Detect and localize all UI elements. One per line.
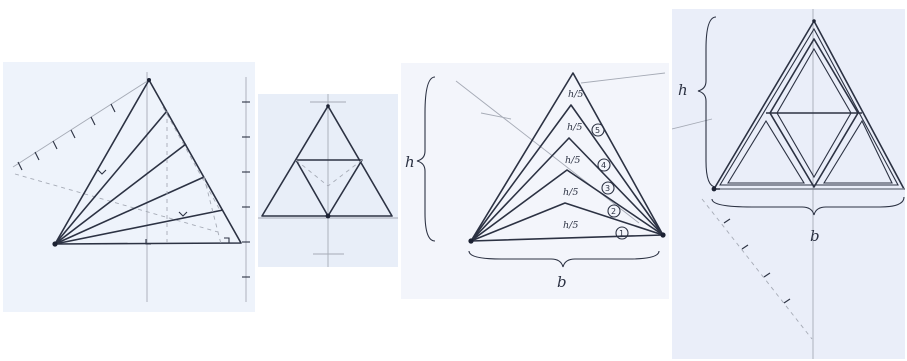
guide-line: [480, 112, 512, 120]
fraction-level-line: [470, 104, 664, 242]
lower-right-triangle: [823, 119, 893, 184]
diamond: [769, 38, 859, 188]
tick-marks: [17, 101, 250, 278]
panel-fan-construction: [3, 62, 255, 312]
vertex-dot: [326, 104, 330, 108]
height-label: h: [405, 153, 415, 171]
perpendicular-line: [203, 176, 222, 245]
guide-line: [14, 173, 219, 233]
vertex-dot: [711, 186, 717, 192]
base-brace: [468, 250, 660, 268]
guide-line: [701, 198, 813, 340]
guide-line: [580, 72, 666, 84]
outer-triangle: [261, 105, 393, 217]
circled-number-rings: [591, 123, 629, 240]
vertex-dot: [468, 238, 474, 244]
guide-line: [12, 79, 150, 168]
vertex-dot: [660, 232, 666, 238]
fraction-label: h/5: [567, 122, 582, 133]
fraction-label: h/5: [563, 187, 578, 198]
fan-line: [54, 209, 224, 245]
fan-line: [54, 143, 187, 245]
circled-number: 2: [611, 207, 616, 216]
guide-line: [295, 159, 329, 187]
triangle-subdivision-diagram: [258, 94, 398, 267]
vertex-dot: [52, 241, 58, 247]
base-brace: [711, 196, 905, 216]
height-label: h: [678, 81, 688, 99]
fan-line: [54, 110, 168, 245]
fraction-label: h/5: [563, 220, 578, 231]
fraction-label: h/5: [568, 89, 583, 100]
base-label: b: [557, 273, 567, 291]
guide-line: [672, 118, 713, 130]
circled-number: 4: [601, 161, 606, 170]
guide-line: [327, 159, 363, 187]
main-triangle: [54, 79, 242, 245]
thick-triangle-diagram: h b: [672, 9, 905, 359]
panel-triangle-subdivision: [258, 94, 398, 267]
panel-thick-triangle-subdivision: h b: [672, 9, 905, 359]
right-angle-marks: [97, 169, 230, 245]
panel-height-fractions: h b h/5 h/5 h/5 h/5 h/5 5 4 3 2 1: [401, 63, 669, 299]
outer-triangle: [470, 72, 664, 242]
inner-inverted-triangle: [295, 159, 363, 217]
height-brace: [697, 16, 717, 188]
vertex-dot: [147, 78, 151, 82]
outer-triangle-inner-edge: [719, 27, 899, 186]
fraction-label: h/5: [565, 155, 580, 166]
diamond-inner-edge: [776, 47, 852, 179]
lower-left-triangle: [727, 119, 805, 184]
tick-marks: [723, 218, 791, 304]
circled-number: 1: [619, 229, 624, 238]
circled-number: 5: [595, 126, 600, 135]
fraction-level-line: [470, 169, 664, 242]
fraction-level-line: [470, 137, 664, 242]
vertex-dot: [812, 19, 816, 23]
height-fractions-diagram: h b h/5 h/5 h/5 h/5 h/5 5 4 3 2 1: [405, 72, 666, 291]
fraction-level-line: [470, 202, 664, 242]
base-label: b: [810, 227, 820, 245]
guide-line: [455, 80, 640, 224]
height-brace: [416, 76, 436, 242]
circled-number: 3: [605, 184, 610, 193]
fan-construction-diagram: [12, 72, 250, 302]
fan-line: [54, 176, 205, 245]
vertex-dot: [325, 213, 331, 219]
guide-line: [162, 106, 222, 213]
